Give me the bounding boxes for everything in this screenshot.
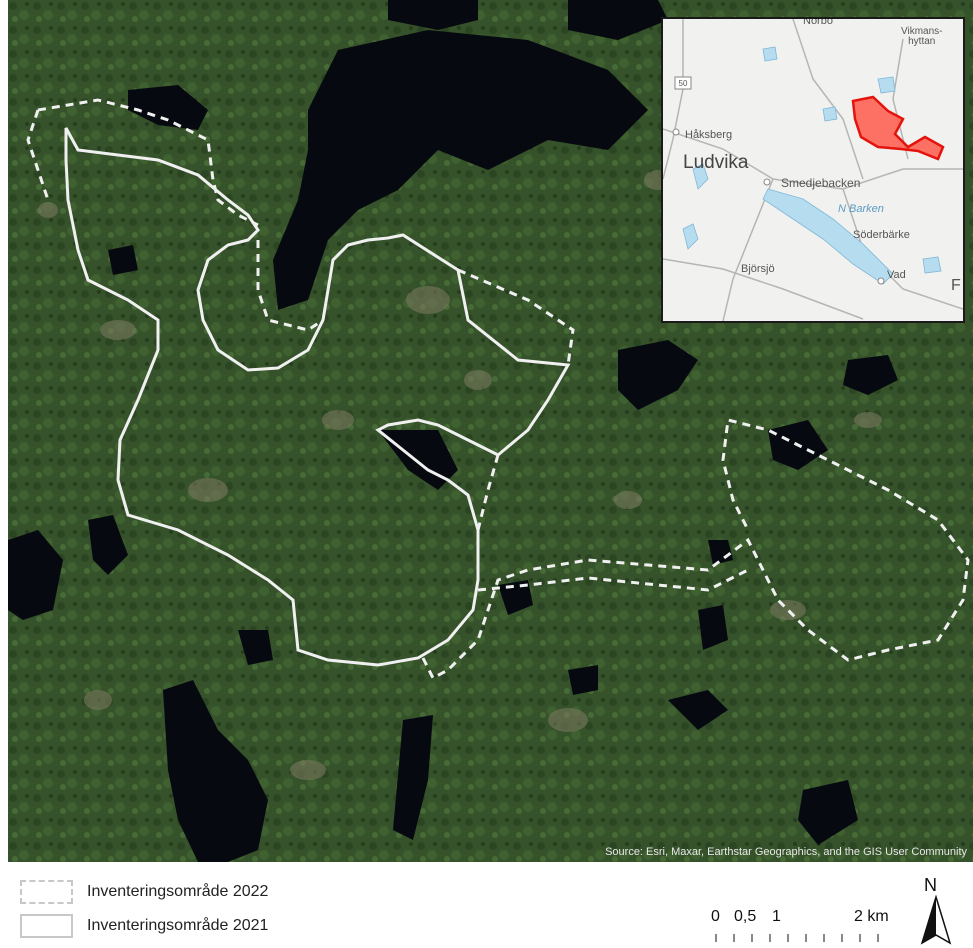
scale-label-1: 1 <box>772 908 781 925</box>
scale-label-0-5: 0,5 <box>734 908 757 925</box>
inset-label-f: F <box>951 277 961 294</box>
inset-lakes <box>682 46 942 285</box>
legend-label-2022: Inventeringsområde 2022 <box>87 883 269 900</box>
inset-roads <box>663 19 963 321</box>
inset-basemap: 50 <box>663 19 963 321</box>
legend-swatch-dashed <box>20 880 73 904</box>
inset-label-ludvika: Ludvika <box>683 152 749 173</box>
north-arrow: N <box>916 875 956 945</box>
study-area-highlight <box>851 95 945 161</box>
map-source-attribution: Source: Esri, Maxar, Earthstar Geographi… <box>605 846 967 858</box>
inset-label-smedjebacken: Smedjebacken <box>781 176 861 190</box>
north-arrow-letter: N <box>924 875 937 895</box>
scale-bar-ticks <box>715 934 879 942</box>
north-arrow-icon <box>920 895 952 945</box>
scale-bar: 0 0,5 1 2 km <box>708 908 908 942</box>
scale-label-0: 0 <box>711 908 720 925</box>
route-shield: 50 <box>674 76 692 90</box>
svg-text:50: 50 <box>679 79 688 88</box>
legend-swatch-solid <box>20 914 73 938</box>
survey-area-2021 <box>64 127 571 667</box>
legend-label-2021: Inventeringsområde 2021 <box>87 917 269 934</box>
overview-inset-map[interactable]: 50 Norbo Vikmans- hyttan Håksberg Ludvik… <box>661 17 965 323</box>
inset-label-vikmanshyttan: Vikmans- hyttan <box>901 26 943 47</box>
inset-label-bjorsjo: Björsjö <box>741 263 775 275</box>
survey-area-2022 <box>26 98 970 681</box>
inset-town-markers <box>672 128 885 285</box>
inset-label-norbo: Norbo <box>803 17 833 27</box>
scale-label-2km: 2 km <box>854 908 889 925</box>
inset-label-n-barken: N Barken <box>838 203 884 215</box>
inset-label-haksberg: Håksberg <box>685 129 733 141</box>
inset-label-soderbarke: Söderbärke <box>853 229 910 241</box>
clearings <box>38 170 882 780</box>
lakes <box>8 0 898 862</box>
inset-label-vad: Vad <box>887 269 906 281</box>
